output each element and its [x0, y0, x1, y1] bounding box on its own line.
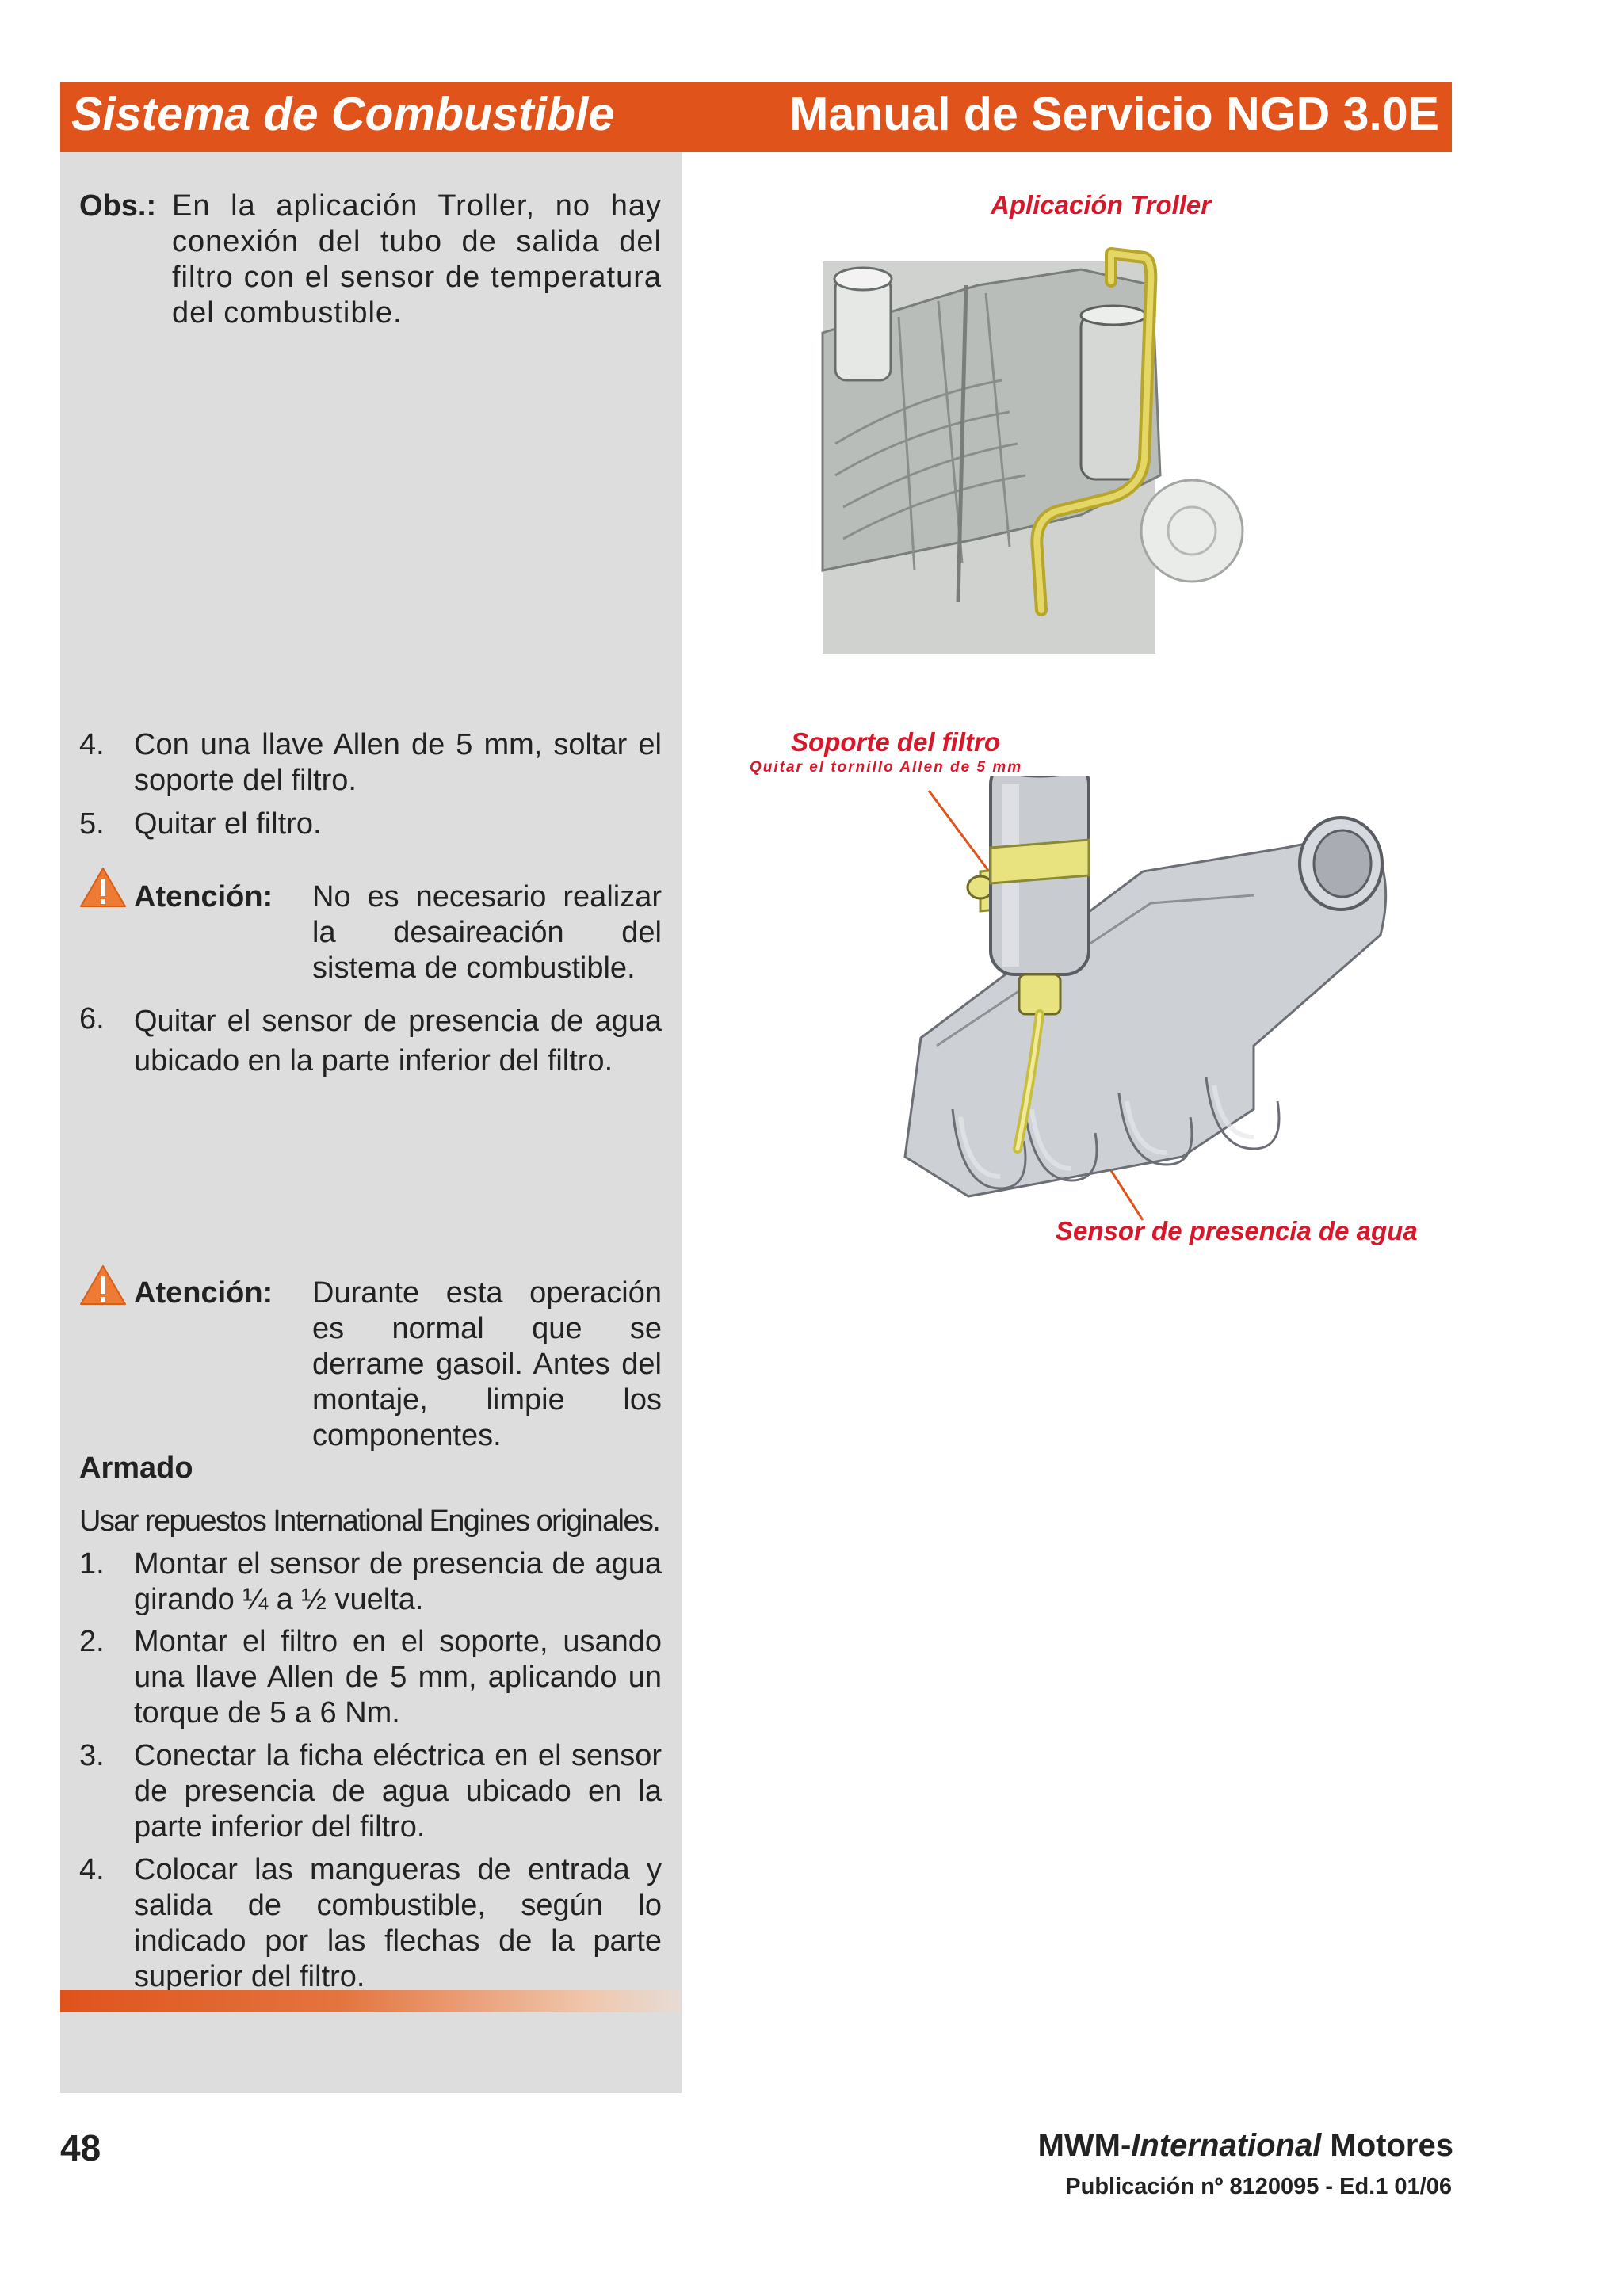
text-column: Obs.: En la aplicación Troller, no hay c… [60, 152, 682, 2093]
step-text: Quitar el filtro. [134, 807, 322, 841]
attention-text: Durante esta operación es normal que se … [312, 1276, 662, 1452]
figure1-caption: Aplicación Troller [991, 190, 1212, 219]
section-heading: Armado [79, 1451, 193, 1485]
step-number: 2. [79, 1625, 105, 1658]
step-text: Montar el filtro en el soporte, usando u… [134, 1625, 662, 1730]
footer-brand: MWM-International Motores [1038, 2128, 1453, 2164]
figure2-caption-bottom: Sensor de presencia de agua [1056, 1216, 1418, 1245]
step-text: Con una llave Allen de 5 mm, soltar el s… [134, 728, 662, 797]
attention-text: No es necesario realizar la desaireación… [312, 880, 662, 985]
footer-publication: Publicación nº 8120095 - Ed.1 01/06 [1065, 2174, 1452, 2199]
step-text: Quitar el sensor de presencia de agua ub… [134, 1005, 662, 1077]
step-number: 5. [79, 807, 105, 841]
section-title: Sistema de Combustible [71, 88, 615, 140]
warning-icon [79, 1264, 127, 1306]
step-number: 4. [79, 728, 105, 761]
attention-label: Atención: [134, 1276, 273, 1310]
brand-suffix: Motores [1321, 2128, 1453, 2163]
header-bar: Sistema de Combustible Manual de Servici… [60, 82, 1452, 152]
section-divider-bar [60, 1990, 682, 2012]
step-text: Montar el sensor de presencia de agua gi… [134, 1547, 662, 1616]
page-number: 48 [60, 2127, 101, 2168]
brand-italic: International [1131, 2128, 1322, 2163]
engine-troller-illustration [819, 238, 1247, 654]
step-text: Conectar la ficha eléctrica en el sensor… [134, 1739, 662, 1844]
obs-text: En la aplicación Troller, no hay conexió… [172, 189, 662, 330]
brand-prefix: MWM- [1037, 2128, 1132, 2163]
attention-label: Atención: [134, 880, 273, 913]
step-number: 3. [79, 1739, 105, 1772]
manual-title: Manual de Servicio NGD 3.0E [789, 88, 1439, 140]
step-number: 6. [79, 1002, 105, 1035]
step-number: 1. [79, 1547, 105, 1581]
step-number: 4. [79, 1853, 105, 1886]
armado-intro: Usar repuestos International Engines ori… [79, 1505, 661, 1538]
step-text: Colocar las mangueras de entrada y salid… [134, 1853, 662, 1993]
warning-icon [79, 867, 127, 908]
figure2-caption-top: Soporte del filtro [791, 727, 1000, 757]
filter-manifold-illustration [810, 746, 1396, 1244]
figure2-caption-sub: Quitar el tornillo Allen de 5 mm [750, 759, 1023, 776]
obs-label: Obs.: [79, 189, 157, 223]
